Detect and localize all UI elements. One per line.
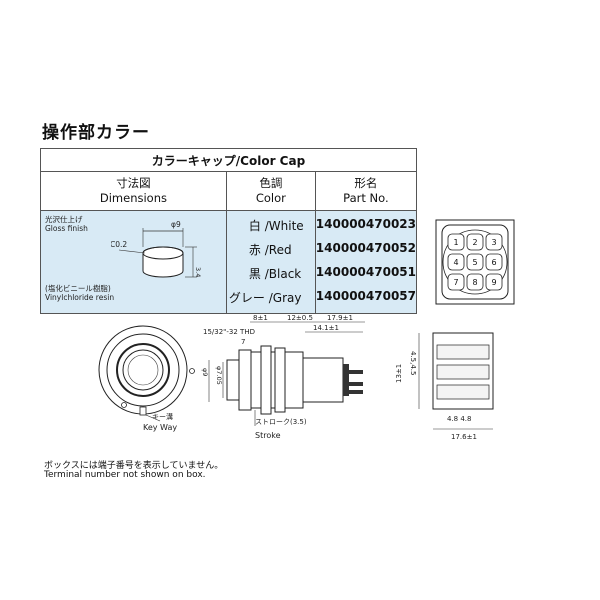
terminal-number: 6 (491, 258, 496, 267)
note-jp: ボックスには端子番号を表示していません。 (44, 461, 224, 471)
part-number-white: 140000470023 (315, 217, 416, 231)
dim-14-1: 14.1±1 (313, 324, 339, 332)
color-row-gray: グレー /Gray (228, 291, 302, 305)
phi9-label: φ9 (171, 220, 181, 229)
dim-8: 8±1 (253, 314, 268, 322)
terminal-pad (447, 253, 465, 271)
c02-label: C0.2 (111, 240, 127, 249)
dim-phi9: φ9 (201, 368, 209, 376)
keyway-label-jp: キー溝 (152, 412, 173, 421)
table-header: カラーキャップ/Color Cap (40, 148, 417, 172)
terminal-pad (466, 253, 484, 271)
color-list-cell: 白 /White 赤 /Red 黒 /Black グレー /Gray (225, 210, 316, 314)
height-label: 3.4 (194, 267, 202, 277)
note-en: Terminal number not shown on box. (44, 470, 206, 480)
dim-phi7-05: φ7.05 (215, 366, 223, 385)
keyway-label-en: Key Way (143, 423, 177, 432)
dim-12: 12±0.5 (287, 314, 313, 322)
terminal-grid: 1 2 3 4 5 6 7 8 9 (447, 233, 503, 291)
part-number-black: 140000470051 (315, 265, 416, 279)
col-header-dimensions: 寸法図 Dimensions (40, 171, 227, 211)
terminal-pad (485, 273, 503, 291)
part-number-red: 140000470052 (315, 241, 416, 255)
terminal-pad (466, 273, 484, 291)
thread-label: 15/32"-32 THD (203, 328, 255, 336)
color-row-black: 黒 /Black (248, 267, 302, 281)
dim-17-6: 17.6±1 (451, 433, 477, 441)
terminal-pad (485, 233, 503, 251)
part-number-gray: 140000470057 (315, 289, 416, 303)
terminal-number: 5 (472, 258, 477, 267)
front-view-figure: キー溝 Key Way (98, 325, 195, 432)
dim-4-5: 4.5,4.5 (409, 351, 417, 376)
terminal-pad (447, 233, 465, 251)
page-title: 操作部カラー (42, 123, 150, 143)
side-view-figure: 8±1 12±0.5 17.9±1 15/32"-32 THD 14.1±1 7… (201, 314, 365, 440)
gloss-label-jp: 光沢仕上げ (45, 215, 83, 224)
stroke-label-en: Stroke (255, 431, 281, 440)
color-row-white: 白 /White (248, 219, 304, 233)
terminal-pad (447, 273, 465, 291)
terminal-number: 4 (453, 258, 458, 267)
dim-17-9: 17.9±1 (327, 314, 353, 322)
cap-dimension-figure: φ9 C0.2 3.4 (111, 220, 202, 278)
terminal-pad (466, 233, 484, 251)
terminal-pad (485, 253, 503, 271)
dim-4-8: 4.8 4.8 (447, 415, 472, 423)
col-header-color: 色調 Color (225, 171, 316, 211)
dim-7: 7 (241, 338, 245, 346)
terminal-number: 3 (491, 238, 496, 247)
resin-label-en: Vinylchloride resin (45, 293, 115, 302)
col-header-part-no: 形名 Part No. (314, 171, 418, 211)
dimension-drawing-cell: 光沢仕上げ Gloss finish φ9 C0.2 3.4 (塩化ビニール樹脂… (40, 210, 227, 314)
terminal-number: 9 (491, 278, 496, 287)
terminal-number: 1 (453, 238, 458, 247)
dim-13: 13±1 (395, 364, 403, 383)
resin-label-jp: (塩化ビニール樹脂) (45, 284, 111, 293)
part-number-cell: 140000470023 140000470052 140000470051 1… (314, 210, 418, 314)
terminal-number: 7 (453, 278, 458, 287)
gloss-label-en: Gloss finish (45, 224, 88, 233)
color-row-red: 赤 /Red (248, 243, 292, 257)
color-cap-table: カラーキャップ/Color Cap 寸法図 Dimensions 色調 Colo… (40, 148, 418, 314)
terminal-layout-figure: 1 2 3 4 5 6 7 8 9 (435, 219, 515, 305)
stroke-label-jp: ストローク(3.5) (255, 418, 307, 426)
terminal-number: 2 (472, 238, 477, 247)
rear-view-figure: 13±1 4.5,4.5 4.8 4.8 17.6±1 (395, 332, 494, 441)
terminal-number: 8 (472, 278, 477, 287)
